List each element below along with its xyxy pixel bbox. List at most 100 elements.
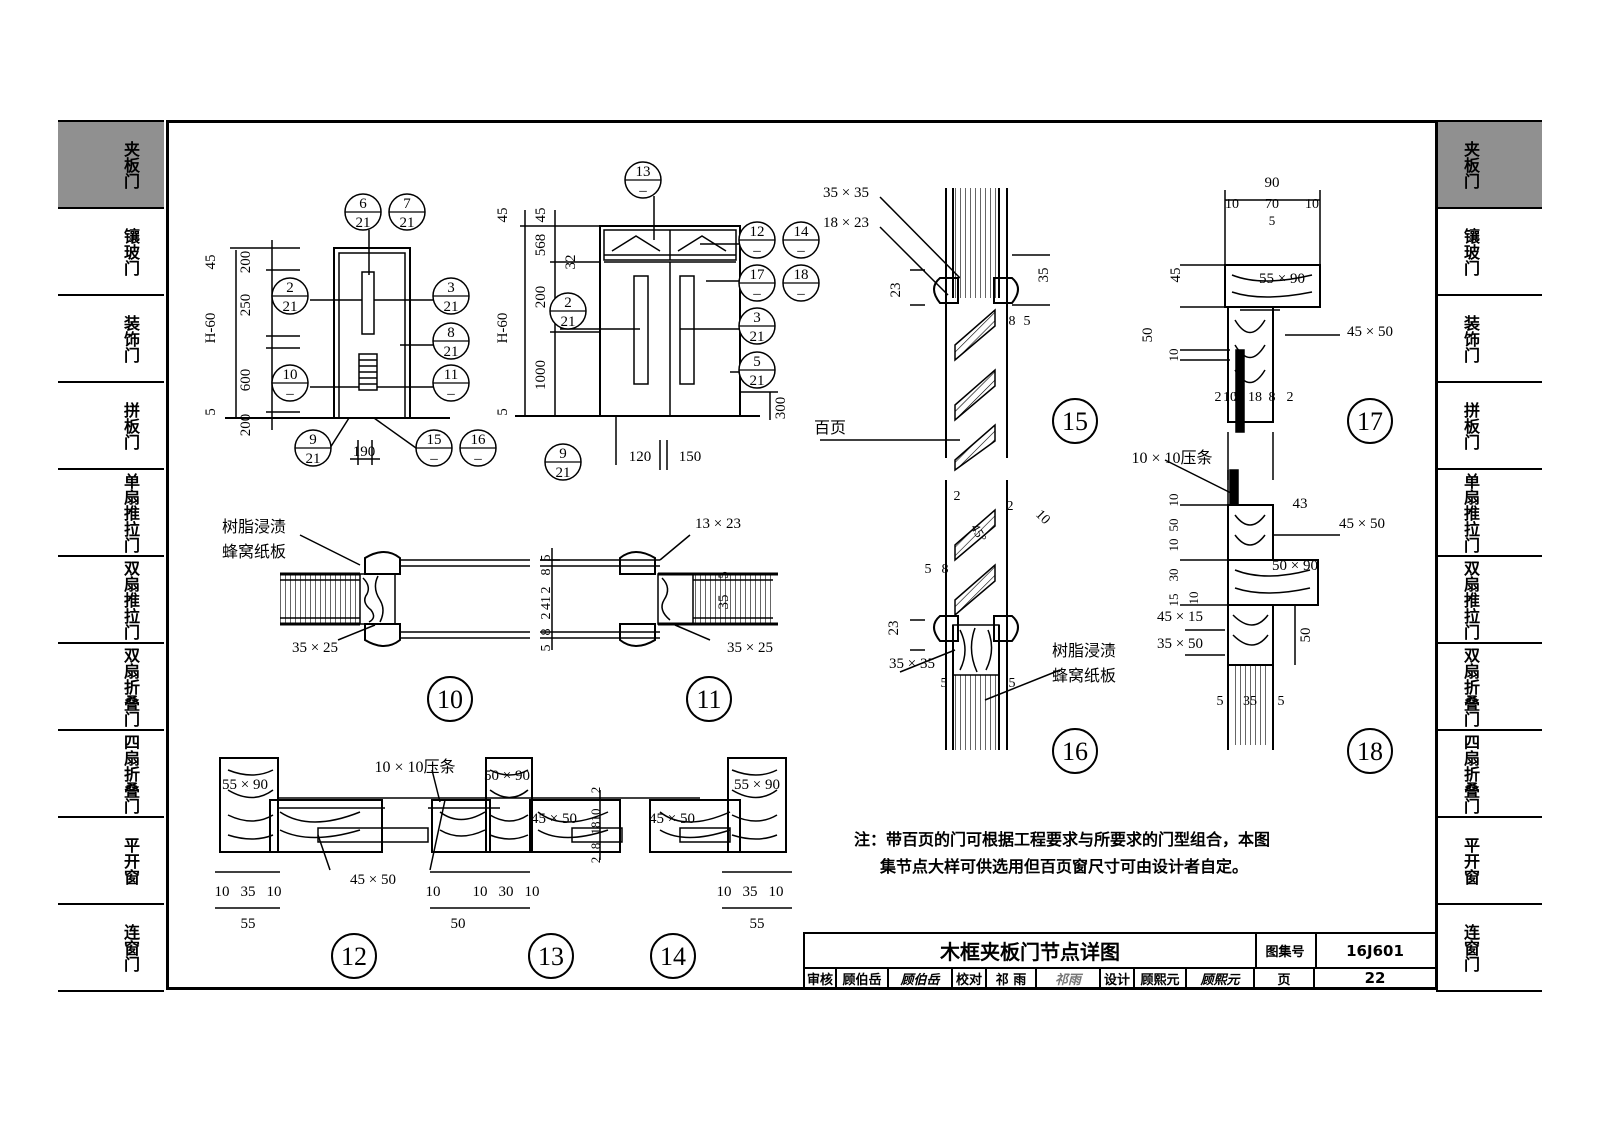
dim-label: 树脂浸渍 [222,518,286,536]
dim-label: 45 × 50 [1339,516,1385,532]
dim-label: 45 [495,208,511,223]
reference-number: 5 [753,354,761,370]
dim-label: 200 [238,414,254,437]
dim-label: 35 × 25 [727,640,773,656]
section-number-circle [1052,398,1098,444]
dim-label: 10 [1166,349,1181,362]
dim-label: 45 [203,255,219,270]
section-number-circle [331,933,377,979]
dim-label: 55 × 90 [734,777,780,793]
tab-3[interactable]: 拼板门 [58,383,164,470]
dim-label: 10 [1305,197,1319,212]
section-number-circle [1347,728,1393,774]
tab-7[interactable]: 四扇折叠门 [58,731,164,818]
dim-label: 2 [1007,499,1014,514]
tab-label: 单扇推拉门 [1461,472,1480,553]
tab-2[interactable]: 装饰门 [1436,296,1542,383]
note-line-2: 集节点大样可供选用但百页窗尺寸可由设计者自定。 [880,857,1249,876]
dim-label: 10 [769,884,784,900]
tab-label: 双扇折叠门 [1461,646,1480,727]
atlas-number: 16J601 [1346,941,1404,960]
dim-label: 2 [588,787,603,794]
reference-number: 3 [753,310,761,326]
reference-number: 17 [750,267,766,283]
check-label: 校对 [953,967,987,989]
dim-label: 23 [886,621,902,636]
section-number: 17 [1357,407,1383,436]
dim-label: 2 [588,857,603,864]
dim-label: 300 [773,397,789,420]
tab-0[interactable]: 夹板门 [1436,122,1542,209]
tab-label: 镶玻门 [1461,227,1480,276]
dim-label: 600 [238,369,254,392]
reference-sheet: 21 [356,215,371,231]
dim-label: 10 [1166,539,1181,552]
section-16 [899,480,1061,750]
section-11 [540,534,778,650]
section-17 [1180,190,1340,480]
dim-label: 45 × 15 [1157,609,1203,625]
section-number-circle [1052,728,1098,774]
tab-9[interactable]: 连窗门 [1436,905,1542,992]
dim-label: 5 [1217,694,1224,709]
tab-label: 装饰门 [1461,314,1480,363]
tab-8[interactable]: 平开窗 [1436,818,1542,905]
tab-7[interactable]: 四扇折叠门 [1436,731,1542,818]
dim-label: 10 [473,884,488,900]
tab-4[interactable]: 单扇推拉门 [1436,470,1542,557]
dim-label: 5 [1024,314,1031,329]
tab-1[interactable]: 镶玻门 [1436,209,1542,296]
tab-0[interactable]: 夹板门 [58,122,164,209]
reference-number: 15 [427,432,442,448]
section-number: 10 [437,685,463,714]
reference-number: 7 [403,196,411,212]
dim-label: 41 [539,596,554,610]
dim-label: 2 [539,613,554,620]
section-number-circle [686,676,732,722]
tab-4[interactable]: 单扇推拉门 [58,470,164,557]
dim-label: 190 [353,444,376,460]
dim-label: 13 × 23 [695,516,741,532]
tab-9[interactable]: 连窗门 [58,905,164,992]
section-number: 11 [696,685,721,714]
tab-5[interactable]: 双扇推拉门 [58,557,164,644]
dim-label: 百页 [814,420,846,437]
tab-label: 双扇推拉门 [1461,559,1480,640]
tab-2[interactable]: 装饰门 [58,296,164,383]
tab-label: 平开窗 [1461,836,1480,885]
tab-label: 装饰门 [121,314,140,363]
section-10 [280,534,530,647]
dim-label: 10 [1223,390,1237,405]
dim-label: 30 [499,884,514,900]
tab-label: 双扇推拉门 [121,559,140,640]
dim-label: H-60 [203,313,219,344]
reference-sheet: 21 [400,215,415,231]
dim-label: 35 × 35 [889,656,935,672]
tab-8[interactable]: 平开窗 [58,818,164,905]
reference-sheet: 21 [750,329,765,345]
checker-name: 祁 雨 [987,967,1037,989]
dim-label: 10 × 10压条 [374,758,455,776]
dim-label: 5 [539,555,554,562]
dim-label: 45 [1168,268,1184,283]
dim-label: 蜂窝纸板 [222,543,286,561]
drawing-title: 木框夹板门节点详图 [805,934,1257,967]
tab-3[interactable]: 拼板门 [1436,383,1542,470]
tab-label: 单扇推拉门 [121,472,140,553]
reference-number: 2 [564,295,572,311]
page-number: 22 [1364,969,1386,987]
tab-5[interactable]: 双扇推拉门 [1436,557,1542,644]
section-number: 14 [660,942,686,971]
tab-1[interactable]: 镶玻门 [58,209,164,296]
tab-6[interactable]: 双扇折叠门 [1436,644,1542,731]
dim-label: 10 [717,884,732,900]
section-number: 12 [341,942,367,971]
tab-label: 四扇折叠门 [1461,733,1480,814]
dim-label: 30 [1166,569,1181,582]
reference-number: 6 [359,196,367,212]
reviewer-signature: 顾伯岳 [889,967,953,989]
tab-6[interactable]: 双扇折叠门 [58,644,164,731]
dim-label: 43 [1293,496,1308,512]
tab-label: 拼板门 [1461,401,1480,450]
